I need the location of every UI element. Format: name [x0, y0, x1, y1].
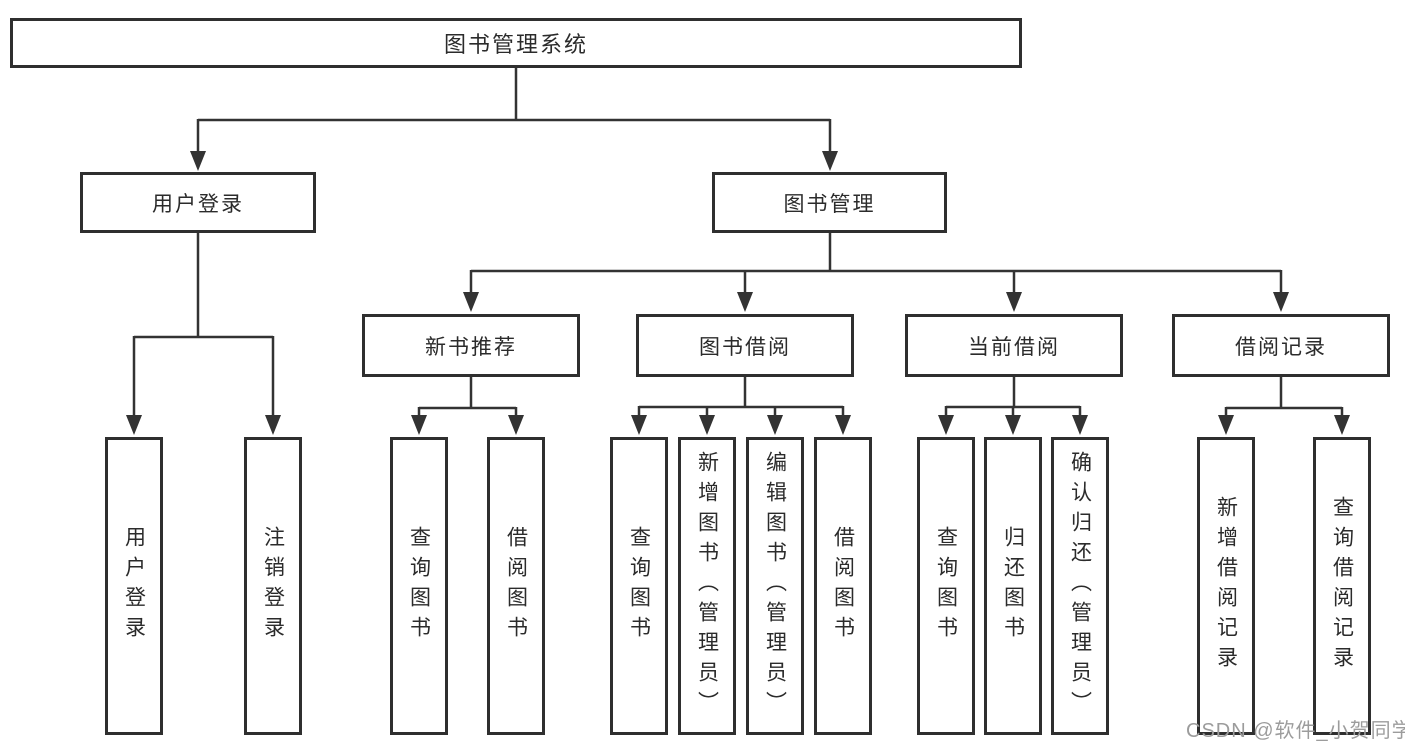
node-current-borrow: 当前借阅: [905, 314, 1123, 377]
node-edit-books-admin-label: 编辑图书（管理员）: [763, 451, 787, 721]
connector-recommend-to-leaves: [411, 377, 524, 435]
node-query-borrow-record-label: 查询借阅记录: [1330, 496, 1354, 676]
node-library-system: 图书管理系统: [10, 18, 1022, 68]
csdn-watermark: CSDN @软件_小贺同学: [1186, 720, 1405, 742]
node-book-borrow: 图书借阅: [636, 314, 854, 377]
node-query-books-current-label: 查询图书: [934, 526, 958, 646]
node-confirm-return-admin-label: 确认归还（管理员）: [1068, 451, 1092, 721]
node-logout-leaf-label: 注销登录: [261, 526, 285, 646]
node-user-login: 用户登录: [80, 172, 316, 233]
connector-records-to-leaves: [1218, 377, 1350, 435]
arrowhead-icon: [1072, 415, 1088, 435]
node-edit-books-admin: 编辑图书（管理员）: [746, 437, 804, 735]
arrowhead-icon: [631, 415, 647, 435]
node-query-books-borrow: 查询图书: [610, 437, 668, 735]
arrowhead-icon: [737, 292, 753, 312]
node-current-borrow-label: 当前借阅: [968, 335, 1060, 359]
node-library-system-label: 图书管理系统: [443, 32, 588, 57]
arrowhead-icon: [508, 415, 524, 435]
arrowhead-icon: [822, 151, 838, 171]
node-query-books-recommend: 查询图书: [390, 437, 448, 735]
arrowhead-icon: [938, 415, 954, 435]
arrowhead-icon: [1218, 415, 1234, 435]
node-logout-leaf: 注销登录: [244, 437, 302, 735]
connector-login-to-leaves: [126, 233, 281, 435]
arrowhead-icon: [1006, 292, 1022, 312]
node-borrow-books-recommend-label: 借阅图书: [504, 526, 528, 646]
node-login-leaf: 用户登录: [105, 437, 163, 735]
connector-current-to-leaves: [938, 377, 1088, 435]
arrowhead-icon: [463, 292, 479, 312]
connector-borrow-to-leaves: [631, 377, 851, 435]
node-book-management-label: 图书管理: [783, 192, 876, 216]
connector-bookmgmt-to-level3: [463, 233, 1289, 312]
node-add-borrow-record-label: 新增借阅记录: [1214, 496, 1238, 676]
arrowhead-icon: [126, 415, 142, 435]
arrowhead-icon: [411, 415, 427, 435]
node-return-books: 归还图书: [984, 437, 1042, 735]
node-add-books-admin-label: 新增图书（管理员）: [695, 451, 719, 721]
node-borrow-records: 借阅记录: [1172, 314, 1390, 377]
arrowhead-icon: [835, 415, 851, 435]
arrowhead-icon: [1334, 415, 1350, 435]
node-borrow-records-label: 借阅记录: [1235, 335, 1327, 359]
node-query-books-recommend-label: 查询图书: [407, 526, 431, 646]
node-borrow-books-recommend: 借阅图书: [487, 437, 545, 735]
node-new-book-recommend: 新书推荐: [362, 314, 580, 377]
node-login-leaf-label: 用户登录: [122, 526, 146, 646]
arrowhead-icon: [1005, 415, 1021, 435]
node-borrow-books-leaf: 借阅图书: [814, 437, 872, 735]
arrowhead-icon: [190, 151, 206, 171]
node-user-login-label: 用户登录: [152, 192, 244, 216]
node-borrow-books-leaf-label: 借阅图书: [831, 526, 855, 646]
connector-root-to-level2: [190, 68, 838, 171]
node-return-books-label: 归还图书: [1001, 526, 1025, 646]
arrowhead-icon: [699, 415, 715, 435]
node-query-books-borrow-label: 查询图书: [627, 526, 651, 646]
node-query-borrow-record: 查询借阅记录: [1313, 437, 1371, 735]
arrowhead-icon: [767, 415, 783, 435]
node-add-borrow-record: 新增借阅记录: [1197, 437, 1255, 735]
node-new-book-recommend-label: 新书推荐: [425, 335, 517, 359]
node-query-books-current: 查询图书: [917, 437, 975, 735]
node-add-books-admin: 新增图书（管理员）: [678, 437, 736, 735]
node-book-management: 图书管理: [712, 172, 947, 233]
arrowhead-icon: [1273, 292, 1289, 312]
node-book-borrow-label: 图书借阅: [699, 335, 791, 359]
arrowhead-icon: [265, 415, 281, 435]
node-confirm-return-admin: 确认归还（管理员）: [1051, 437, 1109, 735]
